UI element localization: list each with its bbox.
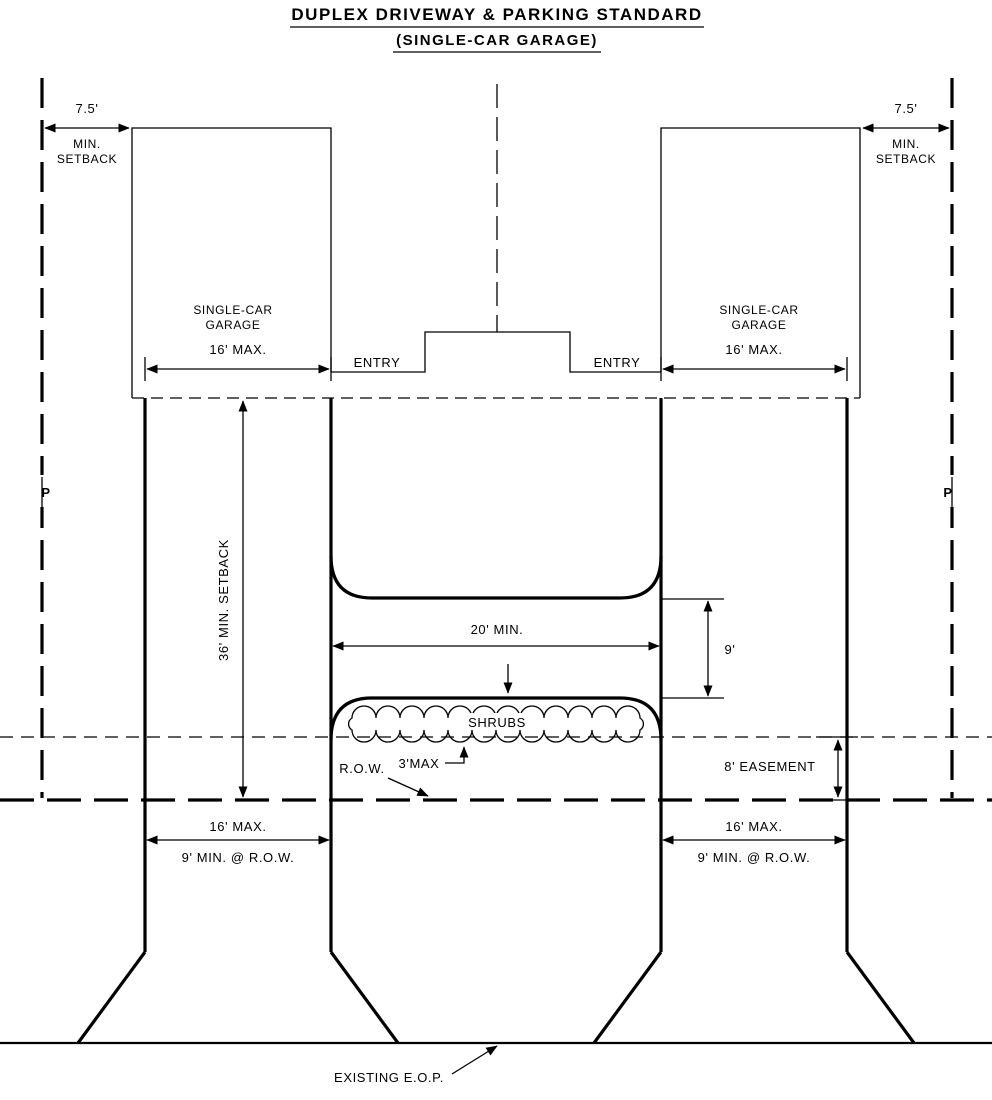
entry-label-right: ENTRY [594,355,641,370]
setback-min: MIN. [73,137,101,151]
garage-label-line2: GARAGE [206,318,261,332]
island-top-edge [329,696,663,741]
row-callout: R.O.W. [339,761,429,797]
flare-left-outer [76,951,147,1044]
driveway-dimension-right: 16' MAX. 9' MIN. @ R.O.W. [662,819,846,865]
duplex-building: ENTRY ENTRY [132,84,860,399]
building-setback-value: 36' MIN. SETBACK [216,539,231,661]
setback-word: SETBACK [57,152,117,166]
property-line-symbol-left: P [32,475,52,507]
pl-symbol-text: P [41,485,50,500]
garage-right: SINGLE-CAR GARAGE 16' MAX. [660,127,861,398]
setback-value: 7.5' [76,101,99,116]
shrubs-label-mask [459,713,535,730]
drawing-title: DUPLEX DRIVEWAY & PARKING STANDARD [291,5,702,24]
setback-dimension-left: 7.5' MIN. SETBACK [44,101,130,166]
building-setback-dimension: 36' MIN. SETBACK [216,400,248,798]
flare-right-inner [592,951,663,1044]
garage-label-line1: SINGLE-CAR [193,303,272,317]
row-leader [387,777,429,797]
garage-width-value: 16' MAX. [209,342,266,357]
driveway-width-value: 16' MAX. [209,819,266,834]
garage-outline-left [131,127,332,398]
easement-dimension: 8' EASEMENT [724,736,858,801]
garage-width-value: 16' MAX. [725,342,782,357]
property-lines: P P [32,78,962,798]
easement-value: 8' EASEMENT [724,759,815,774]
pad-width-value: 20' MIN. [471,622,524,637]
pad-width-dimension: 20' MIN. [332,622,660,651]
setback-word: SETBACK [876,152,936,166]
drawing-subtitle: (SINGLE-CAR GARAGE) [396,32,598,49]
shrub-height-leader [445,746,469,764]
setback-min: MIN. [892,137,920,151]
entry-label-left: ENTRY [354,355,401,370]
garage-label-line2: GARAGE [732,318,787,332]
driveway-row-width-value: 9' MIN. @ R.O.W. [698,850,811,865]
eop-leader [451,1045,498,1075]
garage-outline-right [660,127,861,398]
pad-gap-dimension: 9' [661,598,736,699]
row-label: R.O.W. [339,761,385,776]
shrubs-label: SHRUBS [468,715,526,730]
eop-label: EXISTING E.O.P. [334,1070,444,1085]
gap-value: 9' [725,642,736,657]
eop-callout: EXISTING E.O.P. [334,1045,498,1085]
shrub-area: SHRUBS 3'MAX [348,664,644,771]
setback-value: 7.5' [895,101,918,116]
row-easement-lines [0,736,992,802]
shrub-cloud [348,705,644,743]
driveway-width-value: 16' MAX. [725,819,782,834]
garage-label-line1: SINGLE-CAR [719,303,798,317]
driveway-row-width-value: 9' MIN. @ R.O.W. [182,850,295,865]
parking-pad [329,555,663,741]
driveway-dimension-left: 16' MAX. 9' MIN. @ R.O.W. [146,819,330,865]
driveways [0,398,992,1045]
pad-bottom-edge [329,555,663,600]
garage-left: SINGLE-CAR GARAGE 16' MAX. [131,127,332,398]
pl-symbol-text: P [943,485,952,500]
shrub-height-value: 3'MAX [399,756,440,771]
setback-dimension-right: 7.5' MIN. SETBACK [862,101,950,166]
property-line-symbol-right: P [942,475,962,507]
flare-right-outer [845,951,916,1044]
flare-left-inner [329,951,400,1044]
title-block: DUPLEX DRIVEWAY & PARKING STANDARD (SING… [290,5,704,53]
